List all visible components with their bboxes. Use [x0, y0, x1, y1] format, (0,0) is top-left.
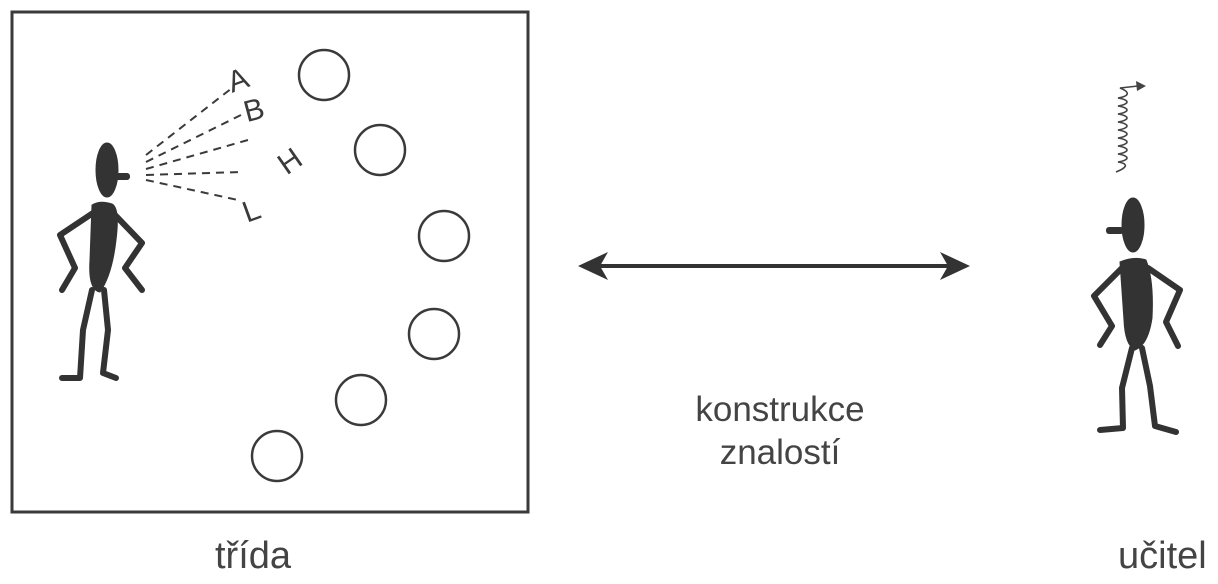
classroom-frame	[10, 10, 530, 514]
teacher-limbs	[1091, 265, 1183, 435]
letter-b: B	[240, 92, 268, 129]
student-cap-brim	[112, 173, 130, 180]
teacher-head	[1121, 197, 1145, 253]
teacher-label: učitel	[1118, 535, 1207, 577]
caption-line-2: znalostí	[719, 433, 841, 472]
arrow-caption: konstrukce znalostí	[650, 388, 910, 474]
student-limbs	[57, 210, 145, 381]
caption-line-1: konstrukce	[695, 390, 865, 429]
teacher-body	[1119, 257, 1153, 351]
circle-4	[407, 307, 461, 361]
classroom-label: třída	[215, 535, 292, 577]
letter-h: H	[272, 142, 309, 181]
speech-lines	[145, 87, 249, 201]
student-figure	[57, 142, 145, 381]
letter-l: L	[238, 193, 265, 230]
student-circles	[250, 48, 471, 483]
letter-a: A	[223, 62, 253, 100]
double-arrow	[578, 252, 970, 280]
circle-3	[417, 209, 471, 263]
spring-icon	[1115, 81, 1146, 173]
student-head	[95, 142, 119, 198]
teacher-figure	[1091, 197, 1183, 435]
teacher-cap-brim	[1106, 227, 1124, 234]
circle-5	[334, 373, 388, 427]
circle-6	[250, 429, 304, 483]
circle-1	[297, 48, 351, 102]
student-body	[89, 201, 118, 293]
circle-2	[353, 123, 407, 177]
